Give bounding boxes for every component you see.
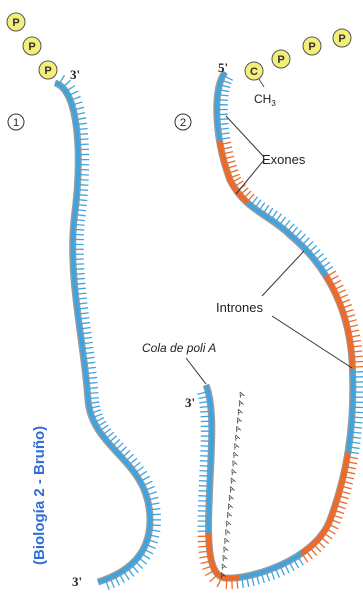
base-tick xyxy=(199,476,210,477)
base-tick xyxy=(78,144,89,145)
step-number-1: 1 xyxy=(8,114,24,130)
base-tick xyxy=(74,224,85,225)
base-tick xyxy=(88,393,99,394)
poly-a-label: Cola de poli A xyxy=(142,341,216,355)
five-prime-end-label-2: 5' xyxy=(218,60,228,75)
base-tick xyxy=(200,416,211,417)
poly-a-pointer xyxy=(186,358,206,384)
base-tick xyxy=(217,100,228,101)
five-prime-end-label-1: 3' xyxy=(70,67,80,82)
base-tick xyxy=(74,274,85,275)
base-tick xyxy=(150,514,161,515)
base-tick xyxy=(302,238,310,246)
intron-segment xyxy=(302,452,348,553)
base-tick xyxy=(352,417,363,418)
base-tick xyxy=(135,561,143,569)
cap-structure: C P P P CH3 xyxy=(245,29,351,108)
base-tick xyxy=(78,139,89,140)
base-tick xyxy=(77,185,88,186)
phosphate-label: P xyxy=(12,17,19,29)
base-tick xyxy=(200,466,211,467)
strand-1 xyxy=(55,75,161,589)
intron-base-tick xyxy=(226,578,227,589)
introns-label: Intrones xyxy=(216,300,263,315)
base-tick xyxy=(200,411,211,412)
step-number-2: 2 xyxy=(175,114,191,130)
base-tick xyxy=(352,422,363,423)
base-tick xyxy=(199,471,210,472)
base-tick xyxy=(77,195,88,196)
phosphate-label: P xyxy=(308,41,315,53)
methyl-group-label: CH3 xyxy=(254,92,276,108)
phosphate-label: P xyxy=(277,54,284,66)
phosphate-label: P xyxy=(44,65,51,77)
exons-label: Exones xyxy=(262,152,306,167)
phosphate-label: P xyxy=(28,41,35,53)
svg-text:2: 2 xyxy=(180,117,186,129)
base-tick xyxy=(73,269,84,270)
base-tick xyxy=(352,412,363,413)
credit-label: (Biología 2 - Bruño) xyxy=(31,426,48,565)
base-tick xyxy=(77,190,88,191)
three-prime-end-label-poly: 3' xyxy=(185,395,195,410)
intron-base-tick xyxy=(352,356,363,357)
base-tick xyxy=(150,525,161,526)
intron-base-tick xyxy=(352,361,363,362)
base-tick xyxy=(78,180,89,181)
base-tick xyxy=(217,119,228,120)
base-tick xyxy=(73,264,84,265)
base-tick xyxy=(88,398,99,399)
base-tick xyxy=(73,229,84,230)
phosphate-group-1: P P P xyxy=(7,13,57,79)
base-tick xyxy=(74,278,85,279)
intron-base-tick xyxy=(198,541,209,542)
svg-text:1: 1 xyxy=(13,117,19,129)
three-prime-end-label-1: 3' xyxy=(72,574,82,589)
intron-base-tick xyxy=(210,574,218,581)
strand-2 xyxy=(198,72,363,589)
phosphate-label: P xyxy=(338,33,345,45)
intron-base-tick xyxy=(198,546,209,547)
cap-base-label: C xyxy=(250,66,258,78)
